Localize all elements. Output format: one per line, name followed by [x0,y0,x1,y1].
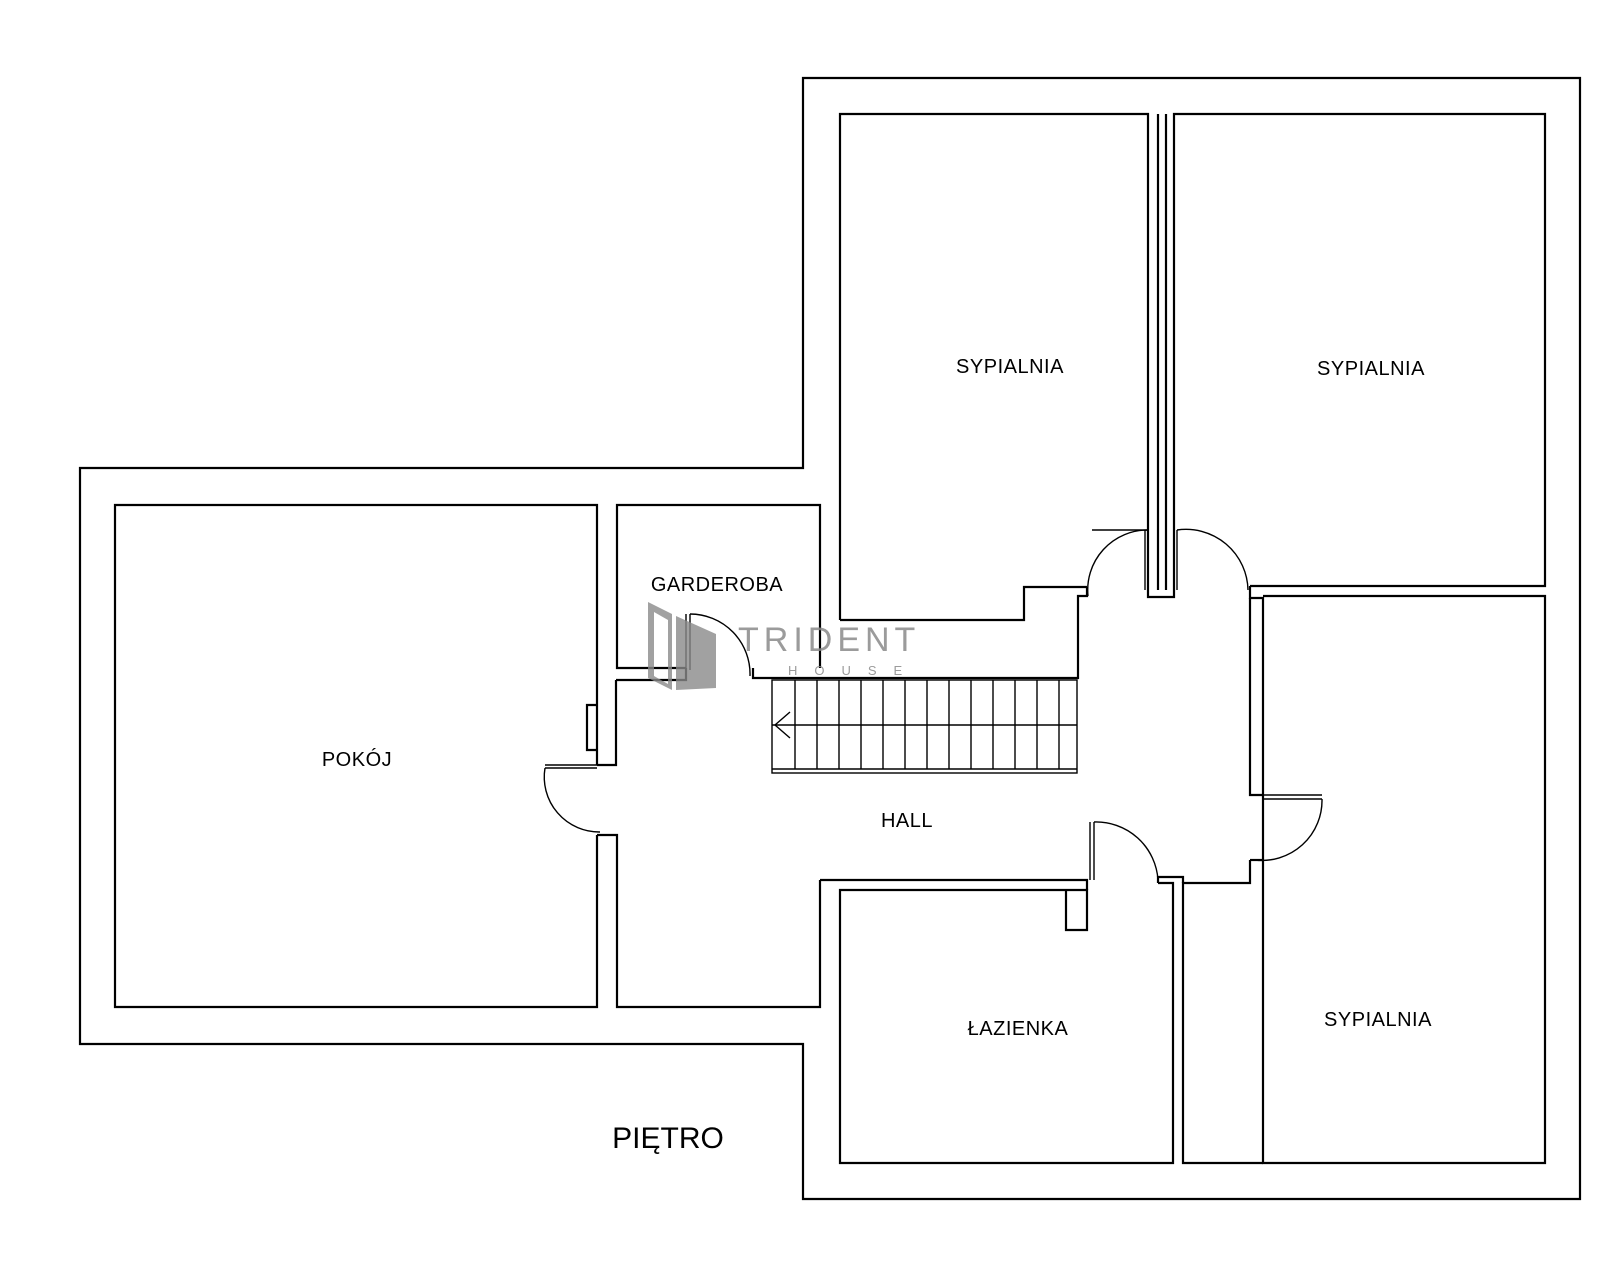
wall-partition-top [1156,114,1168,590]
door-lazienka [1089,821,1159,881]
door-pokoj [543,764,601,833]
wall-pokoj [113,503,599,1009]
wall-hall-right [1248,586,1547,1165]
label-lazienka: ŁAZIENKA [968,1018,1069,1040]
wall-sypialnia-bottom-right [1181,860,1263,1165]
label-sypialnia-top-left: SYPIALNIA [956,356,1064,378]
outer-wall [78,76,1582,1201]
door-sypialnia-top-right [1176,528,1249,591]
wall-sypialnia-top-right [1172,112,1547,590]
label-hall: HALL [881,810,933,832]
stair-arrow-icon [773,711,791,739]
wall-stair-top [751,587,1089,680]
trident-logo-icon [648,602,716,690]
wall-garderoba [615,503,822,670]
wall-hall-left-vertical [597,680,618,767]
wall-hall-right-inner [1248,598,1263,797]
wall-hall-left-notch [585,703,597,752]
label-garderoba: GARDEROBA [651,574,783,596]
floor-title: PIĘTRO [612,1122,724,1155]
wall-partition-base [1146,590,1176,599]
wall-hall-bottom-top [820,878,1089,890]
wall-hall-bottom [838,881,1175,1165]
label-sypialnia-bottom-right: SYPIALNIA [1324,1009,1432,1031]
label-pokoj: POKÓJ [322,748,392,771]
watermark-brand: TRIDENT [738,621,920,659]
wall-sypialnia-top-left-bottom [840,585,1087,622]
door-sypialnia-bottom-right [1254,794,1323,862]
watermark: TRIDENT HOUSE [648,602,920,690]
wall-sypialnia-top-left [838,112,1150,620]
door-sypialnia-top-left [1087,529,1149,597]
wall-hall-bottom-left [597,833,822,1009]
watermark-tagline: HOUSE [788,663,919,678]
staircase [771,679,1078,774]
label-sypialnia-top-right: SYPIALNIA [1317,358,1425,380]
